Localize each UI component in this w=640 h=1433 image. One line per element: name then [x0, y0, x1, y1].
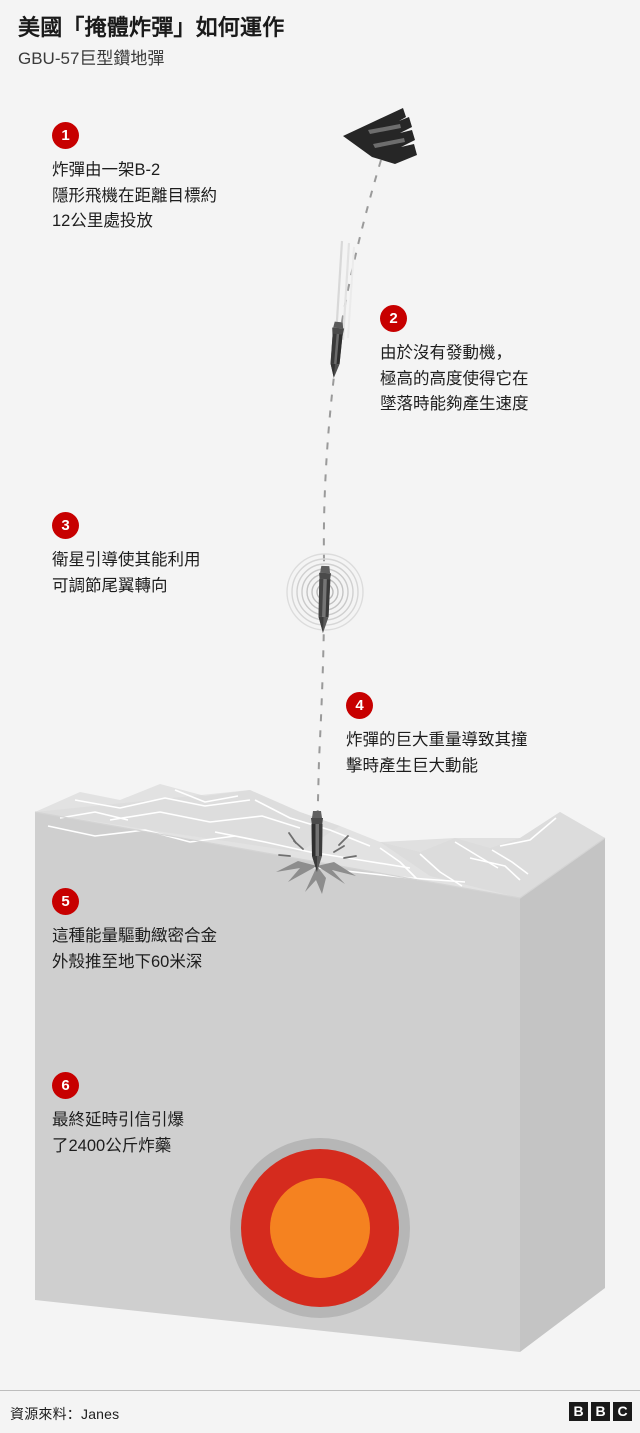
step-4-text: 炸彈的巨大重量導致其撞 擊時產生巨大動能 [346, 731, 528, 775]
ground-impact-burst-icon [276, 811, 357, 894]
bbc-logo-letter-2: B [591, 1402, 610, 1421]
step-2: 2 由於沒有發動機， 極高的高度使得它在 墜落時能夠產生速度 [380, 305, 630, 418]
bomb-guided-descent [318, 565, 332, 633]
step-6: 6 最終延時引信引爆 了2400公斤炸藥 [52, 1072, 312, 1159]
step-1-badge: 1 [52, 122, 79, 149]
footer: 資源來料：Janes B B C [0, 1390, 640, 1433]
step-3-text: 衛星引導使其能利用 可調節尾翼轉向 [52, 551, 201, 595]
step-6-badge: 6 [52, 1072, 79, 1099]
step-3-badge: 3 [52, 512, 79, 539]
step-3: 3 衛星引導使其能利用 可調節尾翼轉向 [52, 512, 302, 599]
step-4-badge: 4 [346, 692, 373, 719]
step-5-badge: 5 [52, 888, 79, 915]
page-title: 美國「掩體炸彈」如何運作 [18, 15, 285, 40]
step-4: 4 炸彈的巨大重量導致其撞 擊時產生巨大動能 [346, 692, 596, 779]
b2-stealth-bomber-icon [343, 108, 417, 164]
step-1: 1 炸彈由一架B-2 隱形飛機在距離目標約 12公里處投放 [52, 122, 302, 235]
source-attribution: 資源來料：Janes [10, 1406, 120, 1422]
page-subtitle: GBU-57巨型鑽地彈 [18, 48, 165, 68]
step-5: 5 這種能量驅動緻密合金 外殼推至地下60米深 [52, 888, 312, 975]
bbc-logo-letter-3: C [613, 1402, 632, 1421]
bbc-logo: B B C [569, 1402, 632, 1421]
step-6-text: 最終延時引信引爆 了2400公斤炸藥 [52, 1111, 184, 1155]
bomb-high-altitude [330, 240, 355, 378]
underground-explosion-icon [230, 1138, 410, 1318]
bbc-logo-letter-1: B [569, 1402, 588, 1421]
infographic-illustration [34, 108, 606, 1352]
step-2-badge: 2 [380, 305, 407, 332]
step-5-text: 這種能量驅動緻密合金 外殼推至地下60米深 [52, 927, 217, 971]
header: 美國「掩體炸彈」如何運作 GBU-57巨型鑽地彈 [0, 0, 640, 70]
step-1-text: 炸彈由一架B-2 隱形飛機在距離目標約 12公里處投放 [52, 161, 217, 231]
step-2-text: 由於沒有發動機， 極高的高度使得它在 墜落時能夠產生速度 [380, 344, 529, 414]
